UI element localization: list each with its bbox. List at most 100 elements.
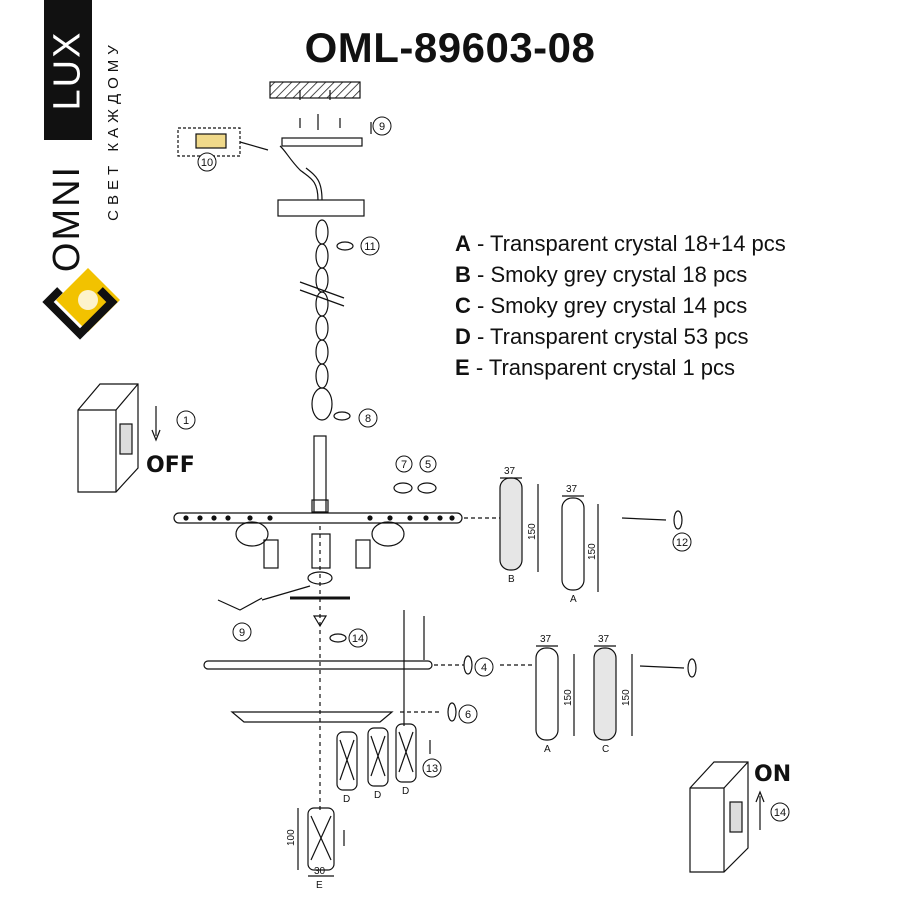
- crystal-letter: D: [402, 786, 409, 797]
- stem: [313, 435, 327, 513]
- bulb: [371, 521, 405, 547]
- crystal-legend: A - Transparent crystal 18+14 pcs B - Sm…: [455, 228, 786, 383]
- stem-nut: [311, 499, 329, 513]
- nut-icon: [393, 482, 413, 494]
- step-marker: 14: [770, 802, 790, 822]
- step-marker: 6: [458, 704, 478, 724]
- emblem-sun: [78, 290, 98, 310]
- dimension-height: 150: [621, 689, 632, 706]
- wire: [279, 145, 319, 201]
- crystal-a: [561, 497, 585, 591]
- dimension-width: 37: [504, 466, 516, 477]
- step-marker: 1: [176, 410, 196, 430]
- step-marker: 13: [422, 758, 442, 778]
- hanging-crystals: [336, 723, 417, 791]
- nut-icon: [447, 702, 457, 722]
- nut-icon: [673, 510, 683, 530]
- svg-text:13: 13: [426, 763, 438, 775]
- svg-text:6: 6: [465, 709, 471, 721]
- svg-text:10: 10: [201, 157, 213, 169]
- crystal-letter: B: [508, 574, 515, 585]
- legend-row-a: A - Transparent crystal 18+14 pcs: [455, 231, 786, 256]
- legend-row-e: E - Transparent crystal 1 pcs: [455, 355, 736, 380]
- step-marker: 10: [197, 152, 217, 172]
- lamp-holder: [311, 533, 331, 569]
- dimension-height: 150: [587, 543, 598, 560]
- crystal-letter: C: [602, 744, 609, 755]
- switch-on-label: ON: [754, 762, 792, 787]
- wall-switch-off: [77, 383, 161, 493]
- terminal-block: [195, 133, 227, 149]
- step-marker: 11: [360, 236, 380, 256]
- nut-icon: [333, 411, 351, 421]
- brand-bar: [44, 0, 92, 140]
- step-marker: 9: [372, 116, 392, 136]
- svg-text:7: 7: [401, 459, 407, 471]
- lamp-holder: [355, 539, 371, 569]
- crystal-b: [499, 477, 523, 571]
- break-mark: [299, 281, 345, 299]
- switch-off-label: OFF: [146, 453, 195, 478]
- dimension-width: 30: [314, 866, 326, 877]
- wall-switch-on: [689, 761, 765, 873]
- svg-text:5: 5: [425, 459, 431, 471]
- nut-icon: [687, 658, 697, 678]
- page-title: OML-89603-08: [304, 24, 596, 71]
- step-marker: 9: [232, 622, 252, 642]
- svg-text:12: 12: [676, 537, 688, 549]
- svg-text:9: 9: [239, 627, 245, 639]
- legend-row-d: D - Transparent crystal 53 pcs: [455, 324, 749, 349]
- svg-text:8: 8: [365, 413, 371, 425]
- brand-logo: LUX OMNI СВЕТ КАЖДОМУ: [0, 0, 135, 360]
- svg-text:1: 1: [183, 415, 189, 427]
- ceiling: [269, 81, 361, 99]
- crystal-letter: D: [374, 790, 381, 801]
- brand-emblem: [42, 268, 120, 340]
- crystal-letter: A: [544, 744, 551, 755]
- dimension-width: 37: [566, 484, 578, 495]
- mounting-plate: [281, 137, 363, 147]
- step-marker: 12: [672, 532, 692, 552]
- chain: [311, 219, 333, 421]
- wire: [305, 167, 323, 201]
- nut-icon: [329, 633, 347, 643]
- nut-icon: [417, 482, 437, 494]
- bottom-tray: [230, 711, 394, 723]
- svg-text:9: 9: [379, 121, 385, 133]
- legend-row-b: B - Smoky grey crystal 18 pcs: [455, 262, 748, 287]
- lamp-holder: [263, 539, 279, 569]
- hook: [621, 517, 667, 521]
- crystal-e: [307, 807, 335, 871]
- legend-row-c: C - Smoky grey crystal 14 pcs: [455, 293, 748, 318]
- step-marker: 4: [474, 657, 494, 677]
- crystal-pattern: [310, 815, 332, 861]
- crystal-letter: D: [343, 794, 350, 805]
- svg-text:11: 11: [364, 241, 375, 253]
- svg-text:14: 14: [352, 633, 364, 645]
- step-marker: 7: [395, 455, 413, 473]
- break-mark: [299, 289, 345, 307]
- crystal-letter: E: [316, 880, 323, 891]
- bulb: [235, 521, 269, 547]
- second-ring: [203, 660, 433, 670]
- wire: [239, 141, 269, 151]
- step-marker: 14: [348, 628, 368, 648]
- dimension-width: 37: [540, 634, 552, 645]
- crystal-letter: A: [570, 594, 577, 605]
- wire: [261, 585, 311, 601]
- emblem-chevron: [42, 287, 118, 340]
- nut-icon: [336, 241, 354, 251]
- crystal-c: [593, 647, 617, 741]
- step-marker: 5: [419, 455, 437, 473]
- pliers-icon: [217, 597, 263, 611]
- canopy: [277, 199, 365, 217]
- dimension-height: 150: [563, 689, 574, 706]
- step-marker: 8: [358, 408, 378, 428]
- svg-text:4: 4: [481, 662, 487, 674]
- svg-text:14: 14: [774, 807, 786, 819]
- crystal-a: [535, 647, 559, 741]
- hook: [639, 665, 685, 669]
- dimension-height: 150: [527, 523, 538, 540]
- dimension-height: 100: [286, 829, 297, 846]
